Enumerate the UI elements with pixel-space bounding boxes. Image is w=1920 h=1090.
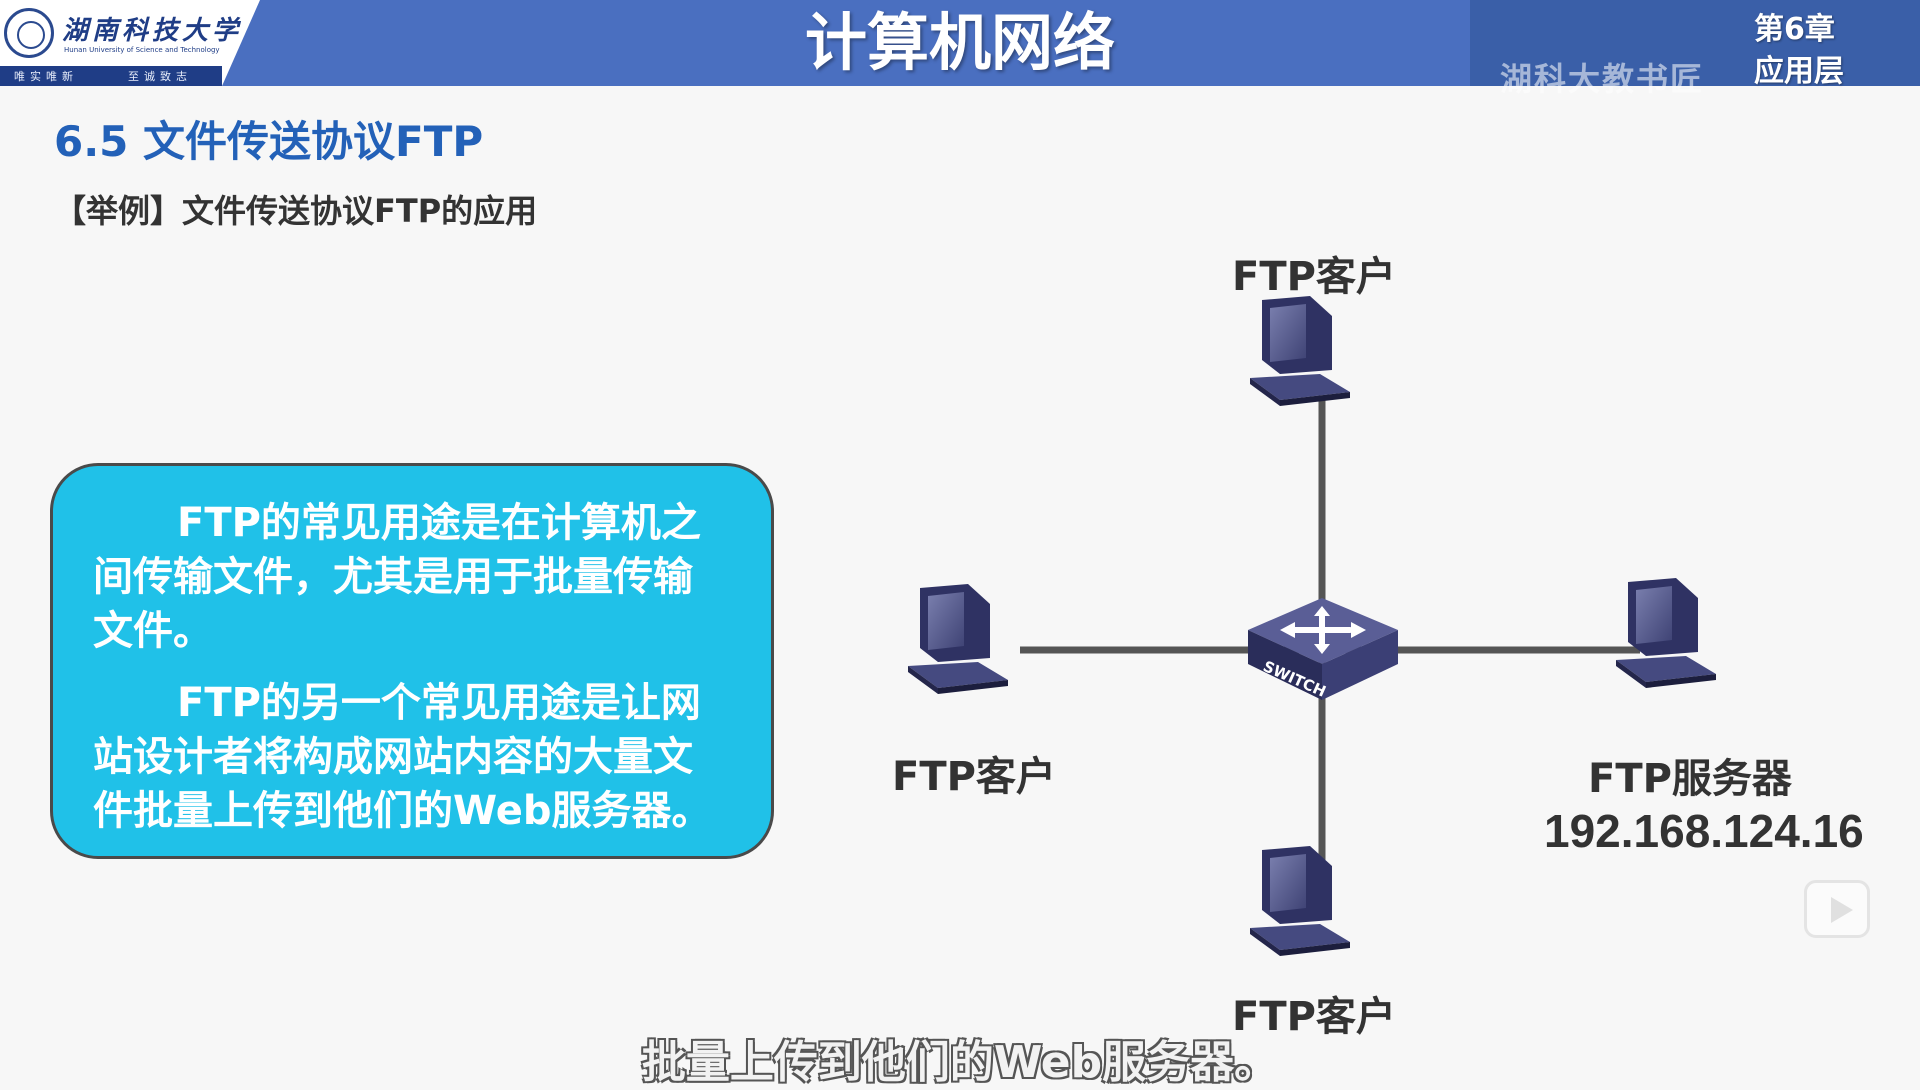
- info-box: FTP的常见用途是在计算机之间传输文件，尤其是用于批量传输文件。 FTP的另一个…: [50, 463, 774, 859]
- chapter-name: 应用层: [1754, 54, 1844, 89]
- server-label: FTP服务器: [1588, 756, 1792, 802]
- server-ip: 192.168.124.16: [1544, 805, 1864, 857]
- switch-icon: SWITCH: [1248, 598, 1398, 701]
- info-paragraph-2: FTP的另一个常见用途是让网站设计者将构成网站内容的大量文件批量上传到他们的We…: [93, 680, 712, 834]
- video-subtitle: 批量上传到他们的Web服务器。: [641, 1037, 1279, 1088]
- computer-icon-top: [1250, 296, 1350, 406]
- client-left-label: FTP客户: [892, 754, 1056, 800]
- chapter-number: 第6章: [1754, 12, 1835, 47]
- section-title: 6.5 文件传送协议FTP: [54, 117, 484, 166]
- logo-english: Hunan University of Science and Technolo…: [64, 46, 220, 54]
- switch-label: SWITCH: [1260, 657, 1328, 701]
- university-logo: 湖南科技大学 Hunan University of Science and T…: [0, 0, 260, 86]
- computer-icon-bottom: [1250, 846, 1350, 956]
- header-bar: 湖南科技大学 Hunan University of Science and T…: [0, 0, 1920, 98]
- logo-name: 湖南科技大学: [62, 16, 243, 46]
- logo-motto: 唯实唯新 至诚致志: [0, 66, 222, 86]
- client-bottom-label: FTP客户: [1232, 994, 1396, 1040]
- watermark: 湖科大教书匠: [1500, 60, 1705, 98]
- motto-left: 唯实唯新: [14, 70, 78, 83]
- emblem-icon: [4, 8, 54, 58]
- play-icon[interactable]: [1804, 880, 1870, 938]
- header-band: [1470, 0, 1920, 86]
- server-computer-icon: [1616, 578, 1716, 688]
- computer-icon-left: [908, 584, 1008, 694]
- connection-lines: [1020, 400, 1640, 860]
- main-title: 计算机网络: [804, 6, 1115, 79]
- info-paragraph-1: FTP的常见用途是在计算机之间传输文件，尤其是用于批量传输文件。: [93, 500, 701, 654]
- example-heading: 【举例】文件传送协议FTP的应用: [54, 192, 538, 230]
- motto-right: 至诚致志: [128, 70, 192, 83]
- client-top-label: FTP客户: [1232, 254, 1396, 300]
